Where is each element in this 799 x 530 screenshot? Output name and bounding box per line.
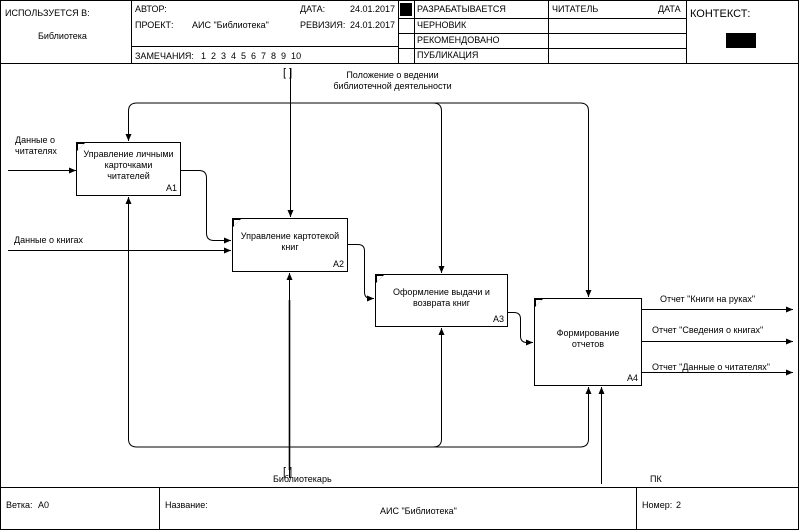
used-in-label: ИСПОЛЬЗУЕТСЯ В:: [5, 8, 90, 18]
context-label: КОНТЕКСТ:: [690, 8, 751, 20]
mechanism-label-pc: ПК: [650, 474, 662, 484]
status-working-indicator: [400, 3, 412, 16]
control-label: Положение о ведении библиотечной деятель…: [333, 70, 452, 91]
reader-label: ЧИТАТЕЛЬ: [552, 4, 599, 14]
node-value: А0: [38, 500, 50, 510]
title-label: Название:: [165, 500, 208, 510]
function-box-number: A1: [165, 183, 177, 193]
context-thumbnail: [726, 33, 756, 48]
flow-a2-a3: [348, 244, 374, 302]
function-box-a2[interactable]: Управление картотекой книг A2: [232, 218, 348, 272]
author-label: АВТОР:: [135, 4, 167, 14]
number-value: 2: [676, 500, 682, 510]
function-box-number: A4: [626, 373, 638, 383]
mechanism-arrow-a4-librarian: [433, 387, 592, 448]
project-label: ПРОЕКТ:: [135, 20, 174, 30]
function-box-number: A2: [332, 259, 344, 269]
input-label-readers: Данные о читателях: [15, 135, 57, 156]
control-tunnel-marker: [ ]: [283, 67, 293, 79]
box-corner-marker: [233, 219, 241, 227]
function-box-title: Управление личными карточками читателей: [83, 149, 174, 181]
mechanism-label-librarian: Библиотекарь: [273, 474, 332, 484]
notes-numbers: 1 2 3 4 5 6 7 8 9 10: [201, 51, 302, 61]
reader-date-label: ДАТА: [658, 4, 681, 14]
flow-a1-a2: [181, 170, 231, 244]
node-label: Ветка:: [6, 500, 33, 510]
status-recommended: РЕКОМЕНДОВАНО: [417, 35, 500, 45]
mechanism-arrow-a1: [125, 197, 290, 448]
revision-value: 24.01.2017: [350, 20, 396, 30]
project-value: АИС "Библиотека": [192, 20, 269, 30]
output-label-books-on-hand: Отчет "Книги на руках": [660, 294, 756, 304]
function-box-number: A3: [492, 314, 504, 324]
control-arrow-a1: [125, 102, 291, 141]
date-label: ДАТА:: [300, 4, 326, 14]
output-label-reader-data: Отчет "Данные о читателях": [652, 362, 770, 372]
used-in-value: Библиотека: [38, 31, 87, 41]
status-publication: ПУБЛИКАЦИЯ: [417, 50, 479, 60]
function-box-title: Оформление выдачи и возврата книг: [393, 287, 490, 308]
function-box-title: Управление картотекой книг: [240, 231, 340, 252]
function-box-title: Формирование отчетов: [556, 328, 620, 349]
control-arrow-a4: [433, 102, 592, 297]
box-corner-marker: [77, 143, 85, 151]
box-corner-marker: [376, 275, 384, 283]
output-label-book-info: Отчет "Сведения о книгах": [652, 325, 764, 335]
flow-a3-a4: [508, 312, 533, 346]
box-corner-marker: [535, 299, 543, 307]
function-box-a3[interactable]: Оформление выдачи и возврата книг A3: [375, 274, 508, 327]
status-draft: ЧЕРНОВИК: [417, 20, 467, 30]
function-box-a4[interactable]: Формирование отчетов A4: [534, 298, 642, 386]
status-working: РАЗРАБАТЫВАЕТСЯ: [417, 4, 506, 14]
function-box-a1[interactable]: Управление личными карточками читателей …: [76, 142, 181, 196]
number-label: Номер:: [642, 500, 673, 510]
revision-label: РЕВИЗИЯ:: [300, 20, 346, 30]
date-value: 24.01.2017: [350, 4, 396, 14]
notes-label: ЗАМЕЧАНИЯ:: [135, 51, 194, 61]
title-value: АИС "Библиотека": [380, 506, 457, 516]
mechanism-tunnel-marker: [ ]: [283, 466, 293, 478]
input-label-books: Данные о книгах: [14, 235, 84, 245]
mechanism-arrow-a3: [289, 328, 445, 448]
